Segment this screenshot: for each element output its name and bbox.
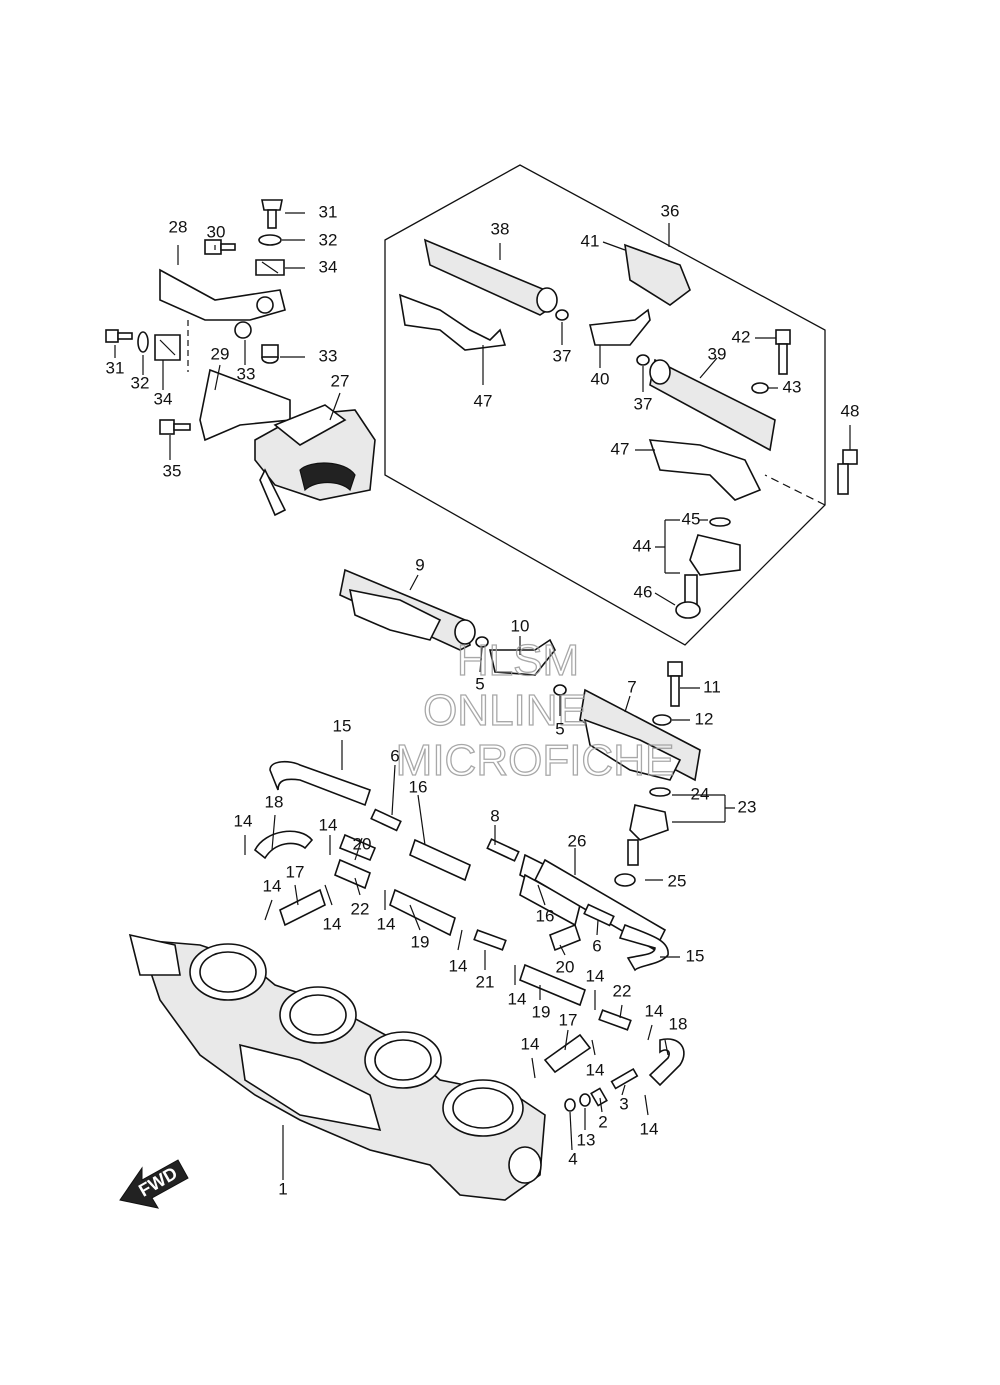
callout-14f: 14: [449, 956, 468, 975]
ecm-unit: [254, 404, 376, 517]
callout-47b: 47: [611, 439, 630, 458]
callout-32a: 32: [319, 230, 338, 249]
callout-18b: 18: [669, 1014, 688, 1033]
fasteners-left: [105, 199, 285, 435]
callout-36: 36: [661, 201, 680, 220]
callout-4: 4: [568, 1149, 577, 1168]
callout-5a: 5: [475, 674, 484, 693]
callout-14l: 14: [640, 1119, 659, 1138]
watermark: HLSM ONLINE MICROFICHE: [395, 635, 675, 785]
bracket-assembly: [159, 268, 291, 442]
fuel-rail-middle: [339, 568, 701, 887]
callout-14a: 14: [234, 811, 253, 830]
fwd-arrow: FWD: [119, 1159, 189, 1209]
callout-35: 35: [163, 461, 182, 480]
callout-31b: 31: [106, 358, 125, 377]
callout-14e: 14: [377, 914, 396, 933]
callout-32b: 32: [131, 373, 150, 392]
callout-15b: 15: [686, 946, 705, 965]
callout-33a: 33: [319, 346, 338, 365]
callout-22b: 22: [613, 981, 632, 1000]
callout-8: 8: [490, 806, 499, 825]
callout-30: 30: [207, 222, 226, 241]
callout-14k: 14: [586, 1060, 605, 1079]
group-box-outline: [384, 164, 826, 646]
callout-13: 13: [577, 1130, 596, 1149]
callout-22a: 22: [351, 899, 370, 918]
callout-6a: 6: [390, 746, 399, 765]
callout-2: 2: [598, 1112, 607, 1131]
watermark-line2: ONLINE: [423, 686, 587, 735]
leader-lines: [114, 212, 851, 1180]
callout-10: 10: [511, 616, 530, 635]
callout-40: 40: [591, 369, 610, 388]
callout-15a: 15: [333, 716, 352, 735]
callout-5b: 5: [555, 719, 564, 738]
callout-11: 11: [703, 677, 721, 696]
watermark-line1: HLSM: [457, 636, 579, 685]
callout-20b: 20: [556, 957, 575, 976]
callout-48: 48: [841, 401, 860, 420]
callout-3: 3: [619, 1094, 628, 1113]
callout-24: 24: [691, 784, 710, 803]
callout-16b: 16: [536, 906, 555, 925]
callout-14c: 14: [263, 876, 282, 895]
callout-6b: 6: [592, 936, 601, 955]
watermark-line3: MICROFICHE: [396, 736, 675, 785]
callout-37a: 37: [553, 346, 572, 365]
callout-34a: 34: [319, 257, 338, 276]
callout-33b: 33: [237, 364, 256, 383]
callout-14h: 14: [586, 966, 605, 985]
callout-14g: 14: [508, 989, 527, 1008]
callout-20a: 20: [353, 834, 372, 853]
fuel-rail-lower: [648, 358, 776, 501]
callout-1: 1: [278, 1179, 287, 1198]
callout-29: 29: [211, 344, 230, 363]
callout-41: 41: [581, 231, 600, 250]
callout-19b: 19: [532, 1002, 551, 1021]
callout-27: 27: [331, 371, 350, 390]
callout-31a: 31: [319, 202, 338, 221]
throttle-body: [128, 933, 546, 1201]
callout-25: 25: [668, 871, 687, 890]
callout-43: 43: [783, 377, 802, 396]
callout-14j: 14: [521, 1034, 540, 1053]
hoses-and-fittings: [253, 760, 685, 1112]
callout-44: 44: [633, 536, 652, 555]
callout-34b: 34: [154, 389, 173, 408]
callout-14b: 14: [319, 815, 338, 834]
callout-26: 26: [568, 831, 587, 850]
callout-17b: 17: [559, 1010, 578, 1029]
callout-7: 7: [627, 677, 636, 696]
callout-18a: 18: [265, 792, 284, 811]
callout-19a: 19: [411, 932, 430, 951]
callout-39: 39: [708, 344, 727, 363]
callout-16a: 16: [409, 777, 428, 796]
injector-and-bolts: [675, 329, 858, 619]
part-callouts: 1 2 3 4 5 5 6 6 7 8 9 10 11 12 13 14 14 …: [106, 201, 860, 1198]
callout-9: 9: [415, 555, 424, 574]
fuel-rail-upper: [398, 238, 558, 351]
callout-46: 46: [634, 582, 653, 601]
callout-45: 45: [682, 509, 701, 528]
callout-14d: 14: [323, 914, 342, 933]
callout-21: 21: [476, 972, 495, 991]
callout-28: 28: [169, 217, 188, 236]
callout-42: 42: [732, 327, 751, 346]
callout-38: 38: [491, 219, 510, 238]
callout-23: 23: [738, 797, 757, 816]
callout-17a: 17: [286, 862, 305, 881]
callout-14i: 14: [645, 1001, 664, 1020]
callout-37b: 37: [634, 394, 653, 413]
fuel-joint-and-clamp: [555, 243, 691, 366]
callout-12: 12: [695, 709, 714, 728]
callout-47a: 47: [474, 391, 493, 410]
